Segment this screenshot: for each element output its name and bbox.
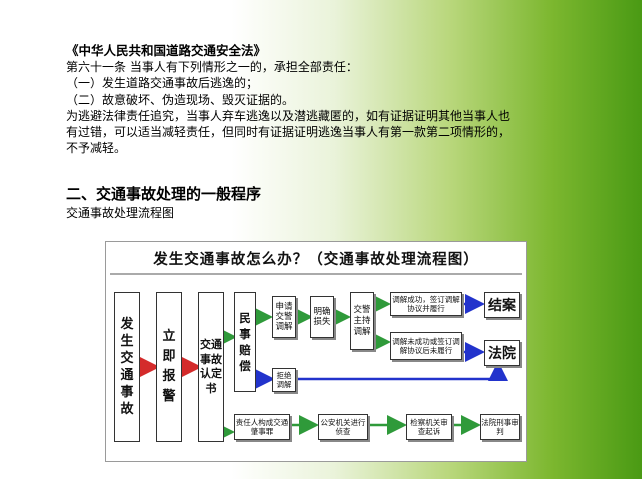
- node-crime: 责任人构成交通肇事罪: [234, 414, 290, 440]
- law-line: 为逃避法律责任追究，当事人弃车逃逸以及潜逃藏匿的，如有证据证明其他当事人也: [66, 108, 511, 123]
- node-civil: 民事赔偿: [234, 292, 256, 392]
- node-mediation-success: 调解成功，签订调解协议并履行: [390, 292, 462, 316]
- law-text-block: 《中华人民共和国道路交通安全法》 第六十一条 当事人有下列情形之一的，承担全部责…: [66, 43, 626, 157]
- node-mediation-fail: 调解未成功或签订调解协议后未履行: [390, 332, 462, 360]
- section-title: 二、交通事故处理的一般程序: [66, 185, 262, 203]
- section-subtitle: 交通事故处理流程图: [66, 206, 175, 220]
- node-mediation-request: 申请交警调解: [272, 296, 296, 338]
- law-title: 《中华人民共和国道路交通安全法》: [66, 43, 267, 58]
- node-certificate: 交通事故认定书: [198, 292, 224, 442]
- law-line: 有过错，可以适当减轻责任，但同时有证据证明逃逸当事人有第一款第二项情形的，: [66, 125, 511, 140]
- node-court: 法院: [484, 340, 520, 366]
- law-line: 第六十一条 当事人有下列情形之一的，承担全部责任：: [66, 60, 358, 74]
- node-criminal-trial: 法院刑事审判: [480, 414, 520, 440]
- law-line: （一）发生道路交通事故后逃逸的；: [66, 76, 259, 91]
- node-accident: 发生交通事故: [114, 292, 140, 442]
- law-line: 不予减轻。: [66, 141, 127, 156]
- node-police-mediation: 交警主持调解: [350, 292, 374, 350]
- node-police-investigate: 公安机关进行侦查: [318, 414, 368, 440]
- node-prosecute: 检察机关审查起诉: [406, 414, 452, 440]
- law-line: （二）故意破坏、伪造现场、毁灭证据的。: [66, 92, 295, 107]
- arrow-refuse-court: [296, 361, 508, 381]
- node-case-closed: 结案: [484, 292, 520, 318]
- node-refuse: 拒绝调解: [272, 368, 296, 392]
- flowchart-arrows: [110, 273, 522, 442]
- flowchart-title: 发生交通事故怎么办？（交通事故处理流程图）: [153, 251, 479, 268]
- node-report: 立即报警: [156, 292, 182, 442]
- flowchart-image: 发生交通事故怎么办？（交通事故处理流程图） 发生交通事故 立即报警 交通事故认定…: [105, 241, 527, 462]
- node-liability: 明确损失: [310, 296, 334, 338]
